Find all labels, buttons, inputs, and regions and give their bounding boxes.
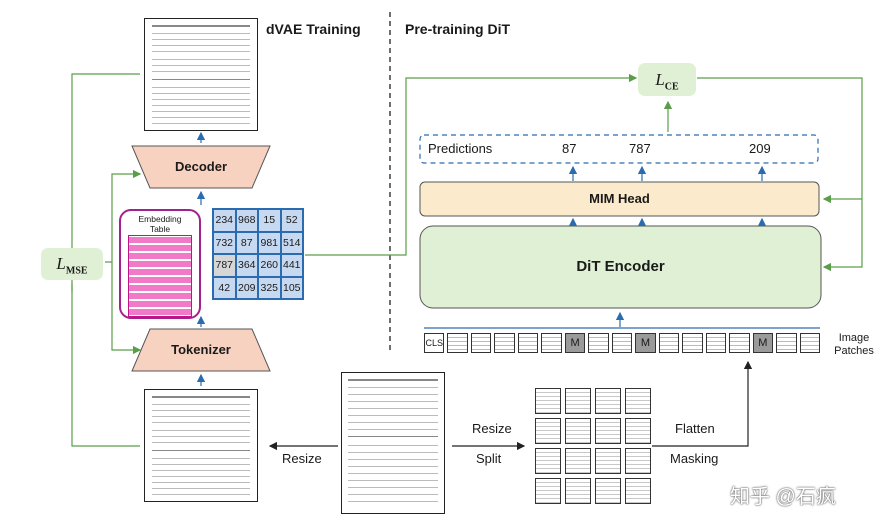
cls-token-patch: CLS: [424, 333, 445, 353]
split-patch: [625, 478, 651, 504]
mim-head-block: [419, 181, 820, 217]
dit-encoder-block: [419, 225, 822, 309]
decoder-label: Decoder: [174, 159, 228, 174]
split-patch: [625, 448, 651, 474]
split-patch: [595, 418, 621, 444]
image-patch: [729, 333, 750, 353]
split-patch: [535, 478, 561, 504]
masked-patch: M: [752, 333, 774, 353]
predictions-label: Predictions: [428, 141, 493, 156]
masking-label: Masking: [670, 451, 719, 466]
resized-document-image: [144, 389, 258, 502]
image-patch: [517, 333, 539, 353]
image-patch: [541, 333, 562, 353]
tokenizer-block: [131, 328, 271, 372]
mse-loss-box: LMSE: [41, 248, 103, 280]
split-patch: [625, 418, 651, 444]
split-patch: [565, 418, 591, 444]
token-cell: 441: [280, 254, 303, 277]
ce-loss-box: LCE: [638, 63, 696, 96]
token-cell: 105: [280, 276, 303, 299]
embedding-table: Embedding Table: [119, 209, 201, 319]
split-patches-grid: [535, 388, 651, 504]
resize-label: Resize: [472, 421, 512, 436]
token-cell: 42: [213, 276, 236, 299]
token-cell: 260: [258, 254, 281, 277]
image-patch-sequence: CLS M M M: [424, 333, 820, 353]
resize-left-label: Resize: [282, 451, 322, 466]
reconstructed-document-image: [144, 18, 258, 131]
split-patch: [535, 388, 561, 414]
embedding-table-label: Embedding Table: [138, 214, 182, 234]
flatten-label: Flatten: [675, 421, 715, 436]
token-cell: 52: [280, 209, 303, 232]
token-cell: 234: [213, 209, 236, 232]
token-cell: 209: [235, 276, 258, 299]
original-document-image: [341, 372, 445, 514]
split-patch: [595, 478, 621, 504]
image-patches-label-line1: Image: [838, 332, 870, 344]
decoder-block: [131, 145, 271, 189]
split-patch: [595, 388, 621, 414]
split-patch: [535, 418, 561, 444]
tokenizer-label: Tokenizer: [171, 342, 231, 357]
split-patch: [595, 448, 621, 474]
watermark: 知乎 @石疯: [730, 486, 836, 508]
split-label: Split: [476, 451, 502, 466]
ce-loss-symbol: L: [655, 70, 665, 89]
predictions-box: [419, 134, 819, 164]
mse-loss-subscript: MSE: [65, 265, 88, 277]
token-cell: 514: [280, 231, 303, 254]
image-patch: [470, 333, 492, 353]
mse-loss-symbol: L: [56, 254, 66, 273]
dit-encoder-label: DiT Encoder: [576, 258, 665, 275]
split-patch: [565, 388, 591, 414]
dvae-training-title: dVAE Training: [266, 21, 361, 37]
token-cell: 87: [235, 231, 258, 254]
token-cell: 15: [258, 209, 281, 232]
image-patch: [705, 333, 727, 353]
split-patch: [565, 448, 591, 474]
pretraining-dit-title: Pre-training DiT: [405, 21, 511, 37]
prediction-token: 87: [562, 141, 577, 156]
masked-patch: M: [564, 333, 586, 353]
prediction-token: 787: [629, 141, 651, 156]
token-cell: 981: [258, 231, 281, 254]
image-patches-label: Image Patches: [830, 332, 878, 358]
image-patch: [799, 333, 820, 353]
prediction-token: 209: [749, 141, 771, 156]
split-patch: [535, 448, 561, 474]
token-cell: 325: [258, 276, 281, 299]
image-patch: [447, 333, 468, 353]
image-patch: [588, 333, 609, 353]
image-patch: [658, 333, 680, 353]
token-cell: 787: [213, 254, 236, 277]
image-patch: [494, 333, 515, 353]
split-patch: [625, 388, 651, 414]
mim-head-label: MIM Head: [589, 191, 650, 206]
token-cell: 968: [235, 209, 258, 232]
image-patches-label-line2: Patches: [834, 345, 874, 357]
token-cell: 364: [235, 254, 258, 277]
image-patch: [611, 333, 633, 353]
image-patch: [776, 333, 797, 353]
ce-loss-subscript: CE: [664, 81, 679, 93]
token-cell: 732: [213, 231, 236, 254]
image-patch: [682, 333, 703, 353]
embedding-rows: [128, 235, 192, 317]
masked-patch: M: [635, 333, 656, 353]
split-patch: [565, 478, 591, 504]
